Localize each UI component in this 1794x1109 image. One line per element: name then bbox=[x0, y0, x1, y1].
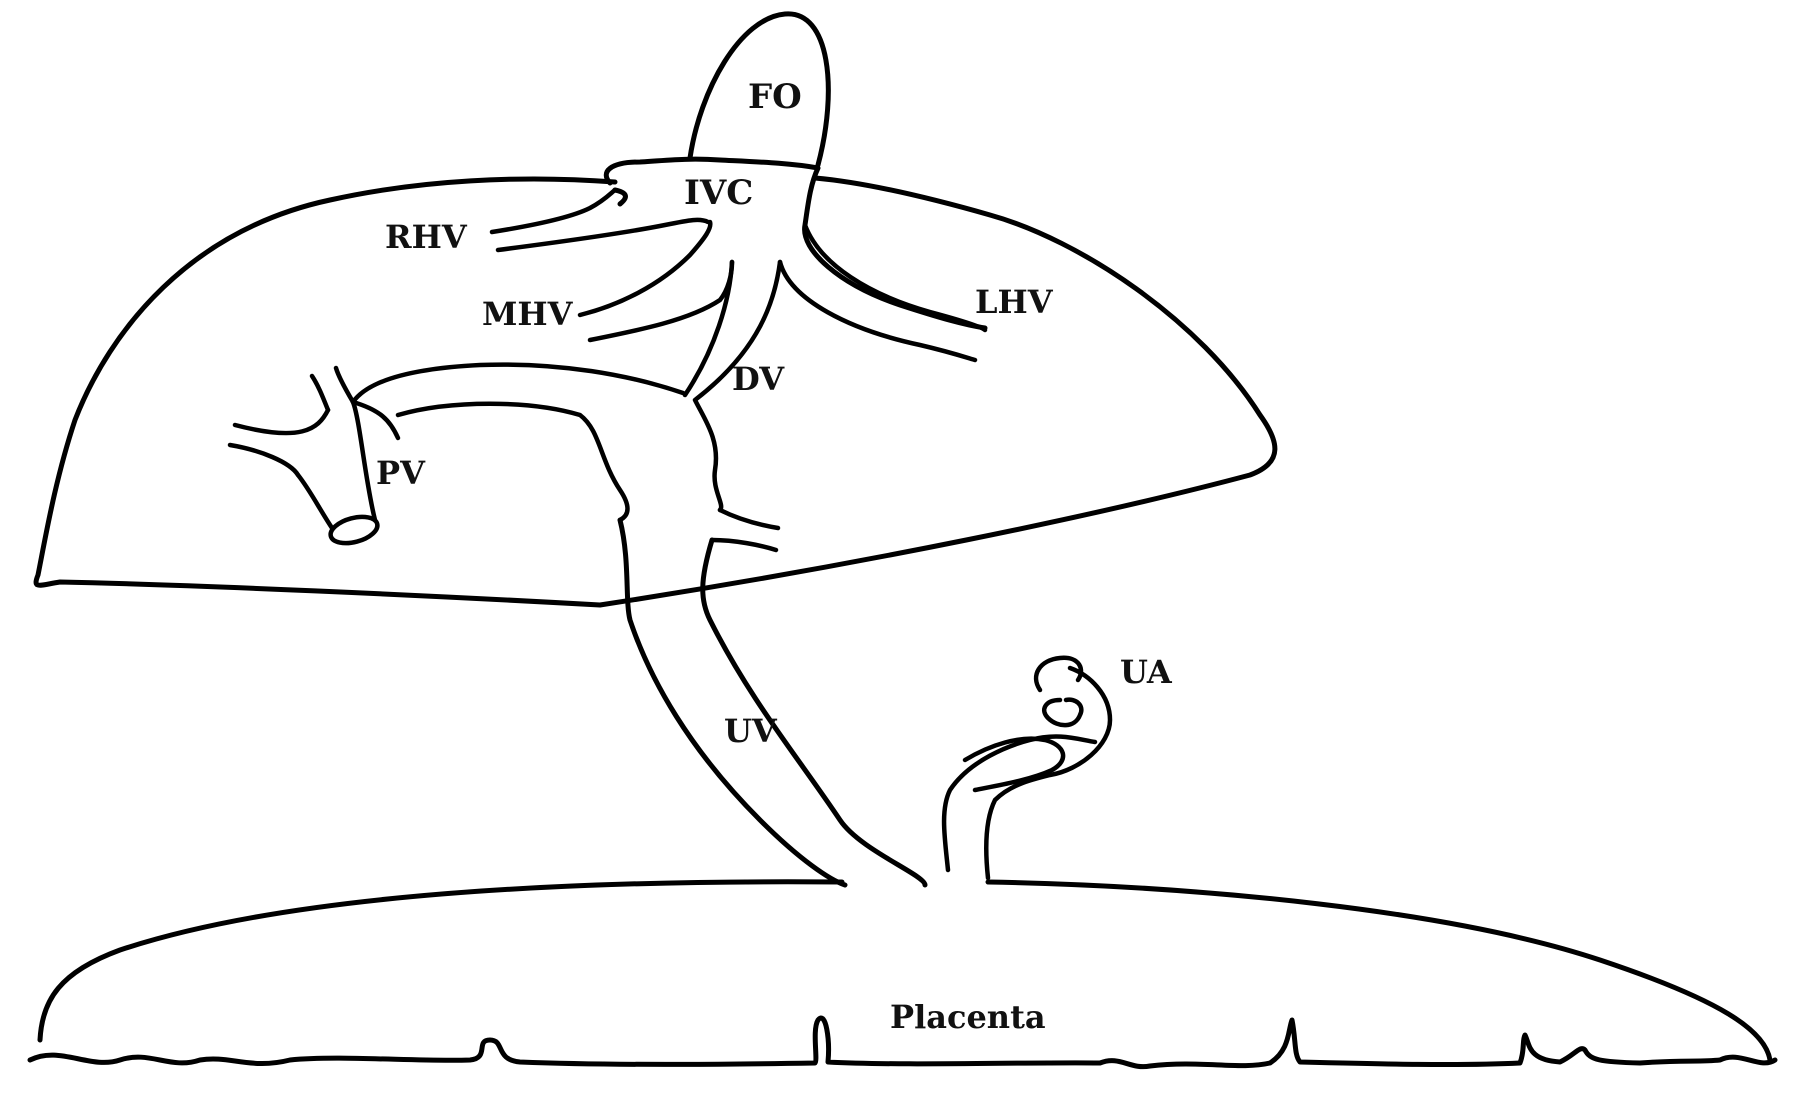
label-uv: UV bbox=[724, 712, 778, 750]
uv-vessel-left bbox=[620, 520, 845, 885]
label-rhv: RHV bbox=[385, 218, 468, 256]
pv-main-lower bbox=[398, 404, 628, 520]
pv-stub-body bbox=[298, 475, 332, 528]
pv-stub-opening bbox=[328, 512, 381, 548]
label-pv: PV bbox=[376, 454, 426, 492]
ua-coil-loop bbox=[1036, 658, 1081, 690]
dv-side-branch-top bbox=[720, 510, 778, 528]
ua-coil-inner bbox=[1044, 700, 1081, 726]
dv-side-branch-bottom bbox=[712, 540, 776, 550]
pv-stub-body-right bbox=[353, 402, 375, 520]
label-dv: DV bbox=[732, 360, 785, 398]
ivc-lower-edge bbox=[615, 190, 625, 204]
pv-branch-upper-left bbox=[336, 368, 353, 402]
pv-branch-upper-right bbox=[312, 376, 328, 410]
label-lhv: LHV bbox=[975, 283, 1054, 321]
label-ua: UA bbox=[1120, 653, 1173, 691]
pv-branch-left-top bbox=[235, 410, 328, 433]
label-placenta: Placenta bbox=[890, 998, 1046, 1036]
pv-branch-left-bottom bbox=[230, 445, 298, 475]
lhv-vessel-bottom bbox=[780, 262, 975, 360]
label-fo: FO bbox=[748, 77, 802, 117]
label-ivc: IVC bbox=[684, 173, 753, 213]
ivc-shape bbox=[606, 159, 985, 328]
rhv-vessel-top bbox=[492, 190, 615, 232]
label-mhv: MHV bbox=[482, 295, 574, 333]
mhv-vessel-bottom bbox=[590, 262, 732, 340]
pv-vessel-top bbox=[353, 365, 683, 402]
liver-outline bbox=[36, 178, 1275, 605]
